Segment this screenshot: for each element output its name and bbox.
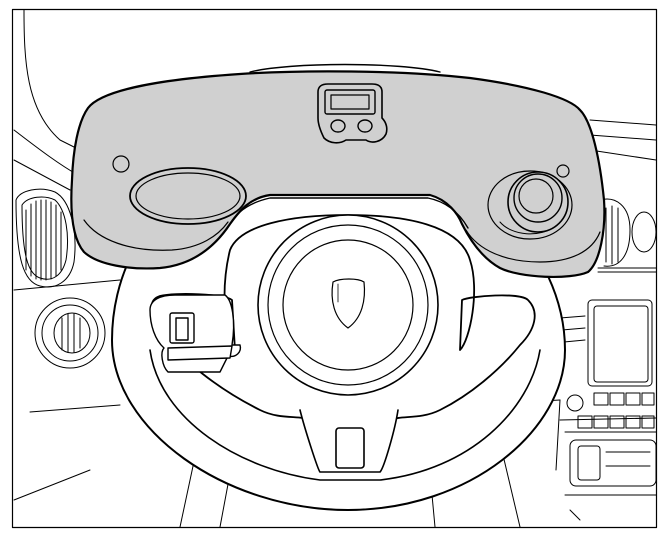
- dashboard: [13, 9, 657, 528]
- center-stack-controls: [559, 315, 657, 521]
- shroud-body: [70, 70, 606, 279]
- oval-display-window: [129, 167, 247, 225]
- wheel-rim-inner: [149, 349, 541, 481]
- rotary-knob-icon: [487, 170, 573, 240]
- left-spoke-control: [149, 294, 242, 373]
- airbag-pad-inner: [282, 239, 414, 371]
- left-air-vent: [15, 188, 76, 288]
- airbag-pad-ring: [267, 224, 429, 386]
- center-stack-screen: [587, 299, 653, 387]
- right-screw-hole: [556, 164, 570, 178]
- left-round-vent: [34, 297, 106, 369]
- right-air-vent: [599, 198, 657, 267]
- airbag-pad-outer: [257, 214, 439, 396]
- left-screw-hole: [112, 155, 130, 173]
- lower-spoke: [299, 409, 399, 473]
- image-border: [11, 8, 658, 529]
- instrument-cluster-shroud: [70, 63, 606, 279]
- shield-emblem-icon: [331, 278, 366, 329]
- steering-wheel: [111, 153, 566, 511]
- lcd-display-icon: [317, 83, 388, 144]
